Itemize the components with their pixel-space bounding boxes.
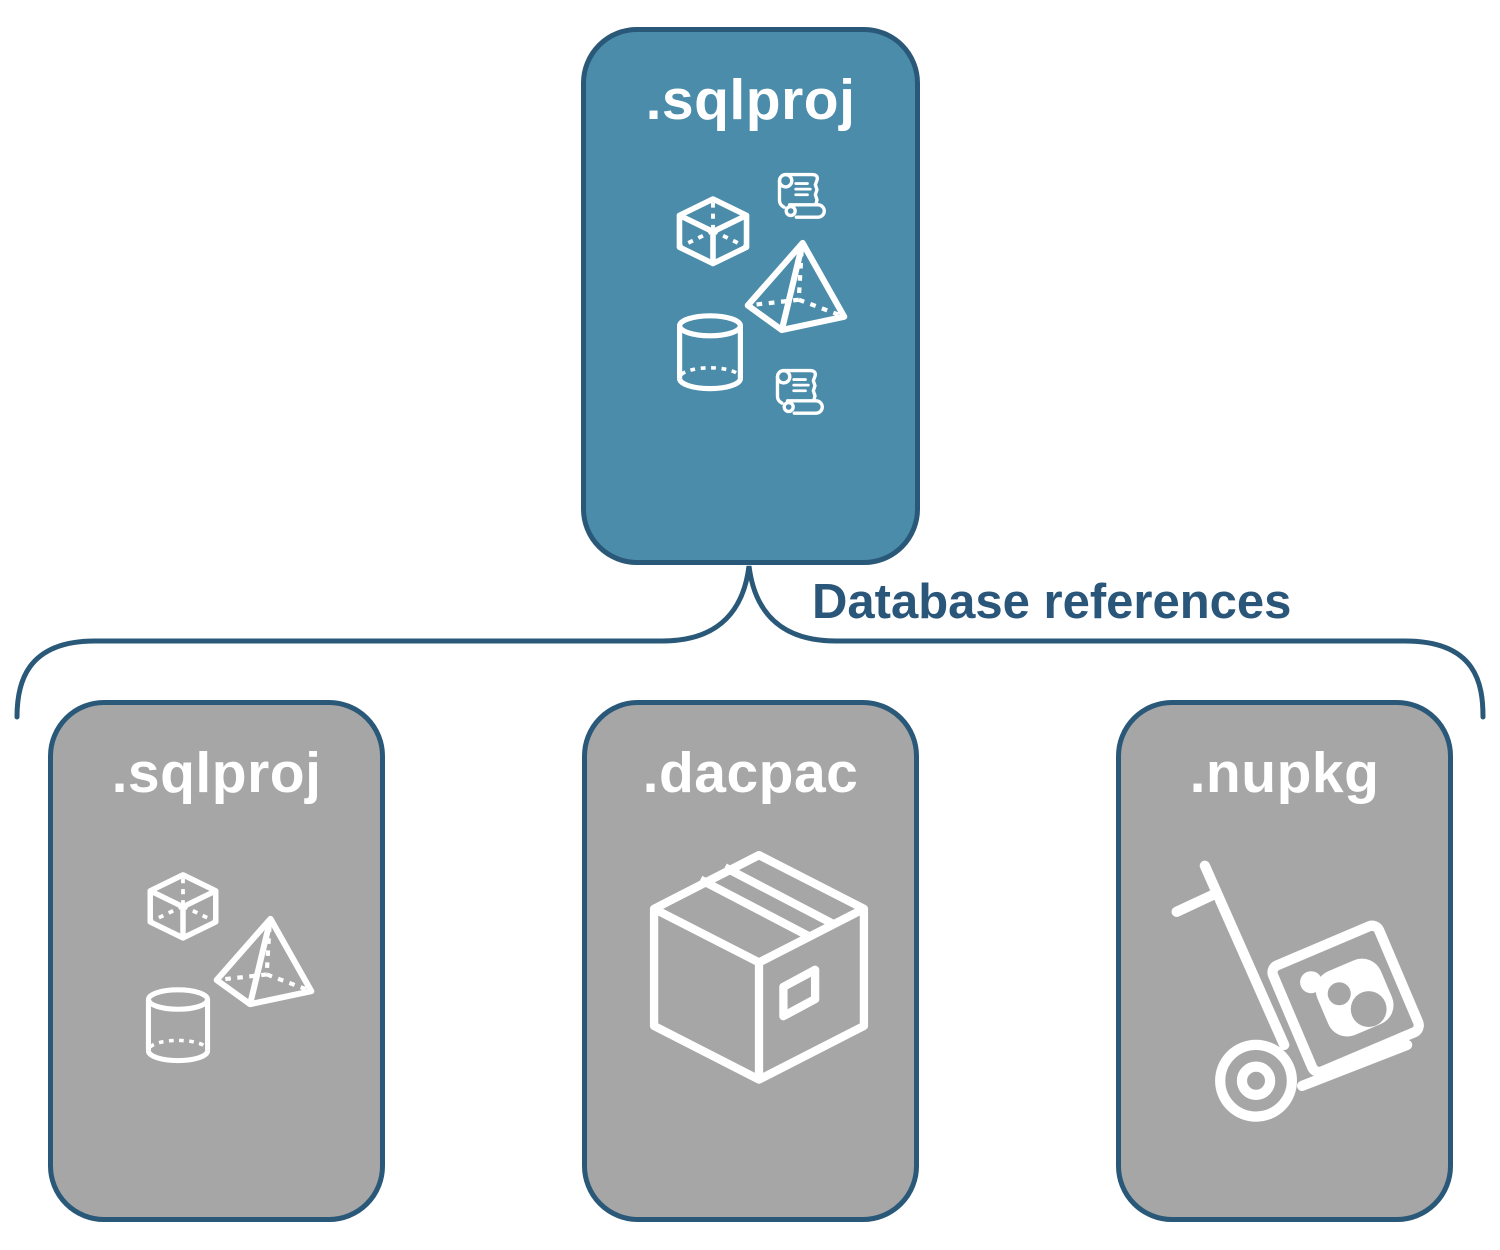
package-box-icon [649,850,869,1084]
node-child-sqlproj: .sqlproj [48,700,385,1222]
cube-icon [676,196,750,267]
edge-label-database-references: Database references [812,575,1292,629]
node-child-nupkg: .nupkg [1116,700,1453,1222]
cylinder-icon [677,313,743,392]
nuget-hand-truck-icon [1171,860,1424,1122]
cube-icon [147,872,219,941]
scroll-icon [777,172,826,219]
node-child-nupkg-label: .nupkg [1189,741,1380,805]
node-child-sqlproj-label: .sqlproj [111,741,322,805]
node-child-dacpac: .dacpac [582,700,919,1222]
pyramid-icon [213,915,315,1008]
node-root-label: .sqlproj [645,68,856,132]
pyramid-icon [744,239,848,334]
cylinder-icon [145,987,211,1064]
scroll-icon [775,368,824,415]
node-child-dacpac-label: .dacpac [642,741,859,805]
node-root-sqlproj: .sqlproj [581,27,920,565]
